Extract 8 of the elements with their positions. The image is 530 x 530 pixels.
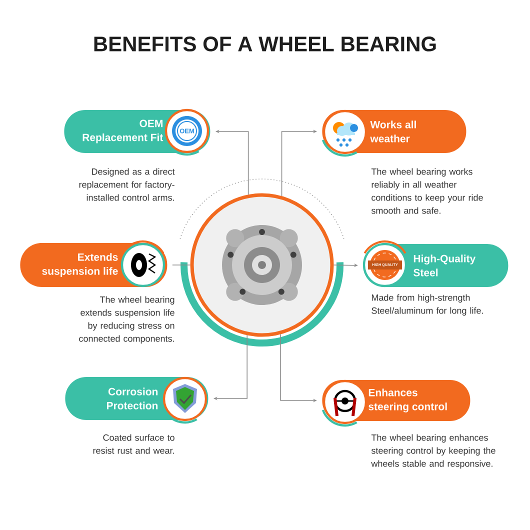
title: BENEFITS OF A WHEEL BEARING — [94, 36, 436, 52]
description-text: The wheel bearing enhances steering control by keeping the wheels stable and responsive. — [371, 434, 496, 469]
description-text: The wheel bearing extends suspension life by reducing stress on connected components. — [79, 296, 174, 344]
description-text: The wheel bearing works reliably in all weather conditions to keep your ride smooth and safe. — [371, 168, 483, 214]
wheel-bearing-drawing — [190, 193, 334, 337]
description-text: Designed as a direct replacement for factory-installed control arms. — [79, 168, 175, 201]
description-text: Made from high-strength Steel/aluminum for long life. — [372, 294, 483, 316]
description-text: Coated surface to resist rust and wear. — [93, 434, 174, 454]
